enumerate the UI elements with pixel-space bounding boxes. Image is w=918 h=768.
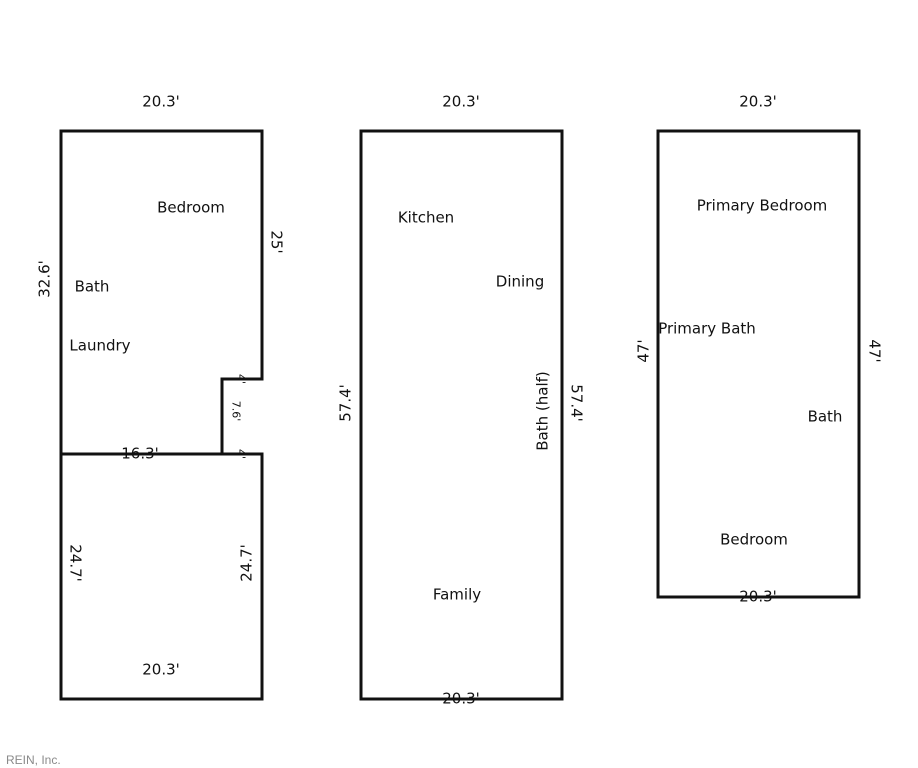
plan-1-lower-right-dimension: 24.7'	[237, 544, 256, 582]
room-label-primary-bath: Primary Bath	[658, 319, 756, 338]
room-label-primary-bedroom: Primary Bedroom	[696, 196, 828, 215]
plan-3-outline	[656, 129, 861, 599]
plan-1-mid-dimension: 16.3'	[121, 444, 159, 463]
plan-3-top-dimension: 20.3'	[739, 92, 777, 111]
plan-2-left-dimension: 57.4'	[336, 384, 355, 422]
plan-1-right-dimension: 25'	[267, 230, 286, 254]
room-label-dining: Dining	[495, 272, 545, 291]
plan-1-bottom-dimension: 20.3'	[142, 660, 180, 679]
plan-2-outline	[359, 129, 564, 701]
room-label-bedroom: Bedroom	[157, 198, 225, 217]
room-label-bath-2: Bath	[807, 407, 843, 426]
room-label-bedroom-2: Bedroom	[720, 530, 788, 549]
room-label-kitchen: Kitchen	[397, 208, 455, 227]
plan-2-top-dimension: 20.3'	[442, 92, 480, 111]
plan-1-left-dimension: 32.6'	[35, 260, 54, 298]
plan-1-step-top-dimension: 4'	[234, 373, 248, 385]
room-label-bath-half: Bath (half)	[533, 371, 552, 451]
plan-1-lower-outline	[59, 452, 264, 701]
room-label-family: Family	[432, 585, 482, 604]
room-label-bath: Bath	[74, 277, 110, 296]
plan-1-lower-left-dimension: 24.7'	[66, 544, 85, 582]
plan-3-left-dimension: 47'	[634, 339, 653, 363]
plan-1-step-bottom-dimension: 4'	[234, 448, 248, 460]
plan-1-step-side-dimension: 7.6'	[229, 400, 243, 422]
room-label-laundry: Laundry	[69, 336, 131, 355]
plan-1-top-dimension: 20.3'	[142, 92, 180, 111]
plan-3-right-dimension: 47'	[865, 339, 884, 363]
plan-2-bottom-dimension: 20.3'	[442, 689, 480, 708]
plan-2-right-dimension: 57.4'	[567, 384, 586, 422]
credit-text: REIN, Inc.	[6, 753, 61, 767]
plan-3-bottom-dimension: 20.3'	[739, 587, 777, 606]
